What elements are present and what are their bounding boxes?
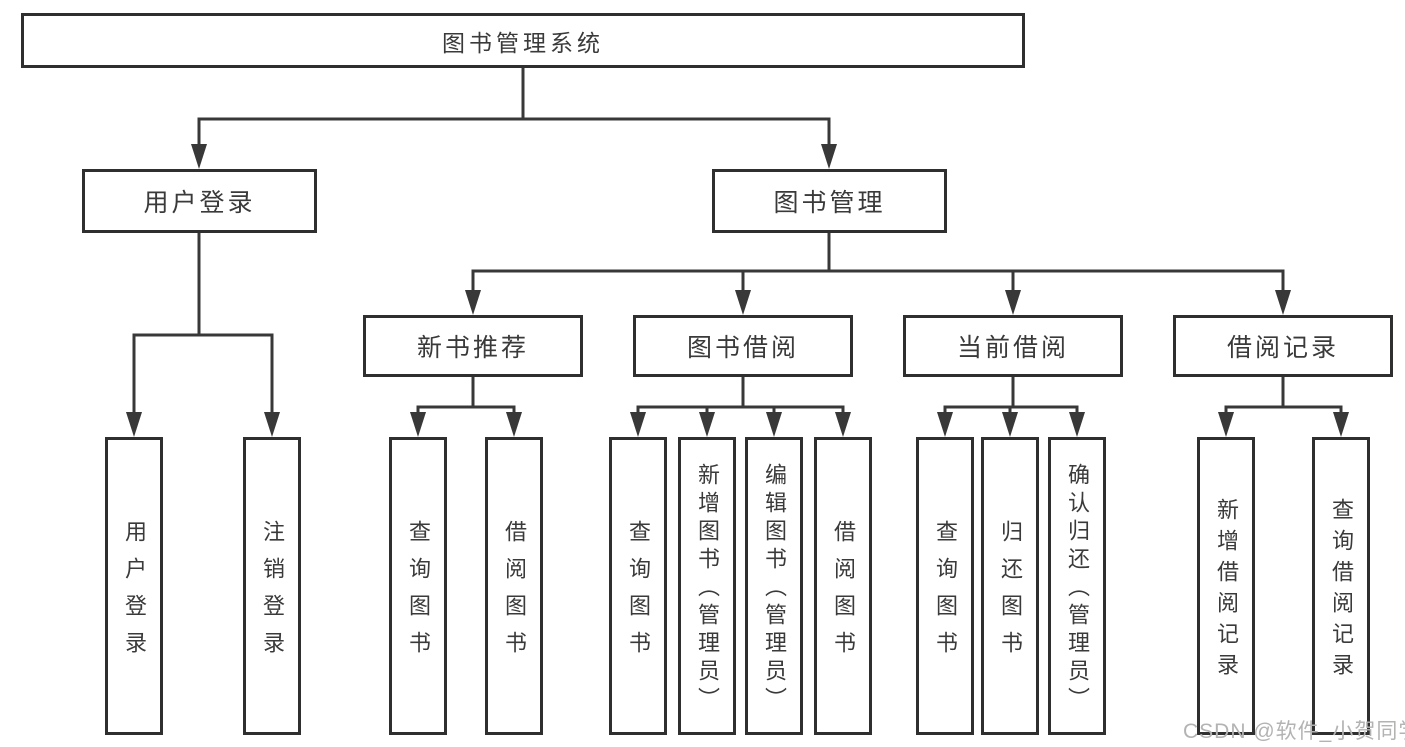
node-library-management-system: 图书管理系统	[21, 13, 1025, 68]
leaf-borrow-books-recommend: 借阅图书	[485, 437, 543, 735]
node-label: 编辑图书（管理员）	[762, 463, 787, 715]
leaf-user-login: 用户登录	[105, 437, 163, 735]
node-borrowing-records: 借阅记录	[1173, 315, 1393, 377]
node-label: 借阅图书	[831, 519, 856, 668]
leaf-borrow-books-borrowing: 借阅图书	[814, 437, 872, 735]
node-label: 图书管理	[773, 189, 886, 217]
leaf-confirm-return-admin: 确认归还（管理员）	[1048, 437, 1106, 735]
node-label: 借阅记录	[1226, 334, 1339, 362]
leaf-edit-books-admin: 编辑图书（管理员）	[745, 437, 803, 735]
arrow-down-icon	[126, 144, 1349, 437]
leaf-add-books-admin: 新增图书（管理员）	[678, 437, 736, 735]
node-label: 新增借阅记录	[1214, 497, 1239, 684]
node-label: 新书推荐	[416, 334, 529, 362]
leaf-return-books: 归还图书	[981, 437, 1039, 735]
node-label: 用户登录	[122, 519, 147, 668]
leaf-query-books-recommend: 查询图书	[389, 437, 447, 735]
leaf-logout: 注销登录	[243, 437, 301, 735]
leaf-query-borrow-record: 查询借阅记录	[1312, 437, 1370, 735]
node-label: 查询图书	[933, 519, 958, 668]
node-label: 注销登录	[260, 519, 285, 668]
node-label: 新增图书（管理员）	[695, 463, 720, 715]
leaf-query-books-borrowing: 查询图书	[609, 437, 667, 735]
node-label: 查询借阅记录	[1329, 497, 1354, 684]
node-label: 查询图书	[626, 519, 651, 668]
node-label: 用户登录	[143, 189, 256, 217]
node-label: 确认归还（管理员）	[1065, 463, 1090, 715]
node-user-login: 用户登录	[82, 169, 317, 233]
node-book-management: 图书管理	[712, 169, 947, 233]
node-label: 当前借阅	[956, 334, 1069, 362]
node-label: 图书借阅	[686, 334, 799, 362]
leaf-add-borrow-record: 新增借阅记录	[1197, 437, 1255, 735]
node-label: 图书管理系统	[442, 29, 604, 56]
node-current-borrowing: 当前借阅	[903, 315, 1123, 377]
node-new-book-recommend: 新书推荐	[363, 315, 583, 377]
node-label: 查询图书	[406, 519, 431, 668]
node-label: 借阅图书	[502, 519, 527, 668]
leaf-query-books-current: 查询图书	[916, 437, 974, 735]
node-book-borrowing: 图书借阅	[633, 315, 853, 377]
csdn-watermark: CSDN @软件_小贺同学	[1183, 720, 1405, 743]
node-label: 归还图书	[998, 519, 1023, 668]
